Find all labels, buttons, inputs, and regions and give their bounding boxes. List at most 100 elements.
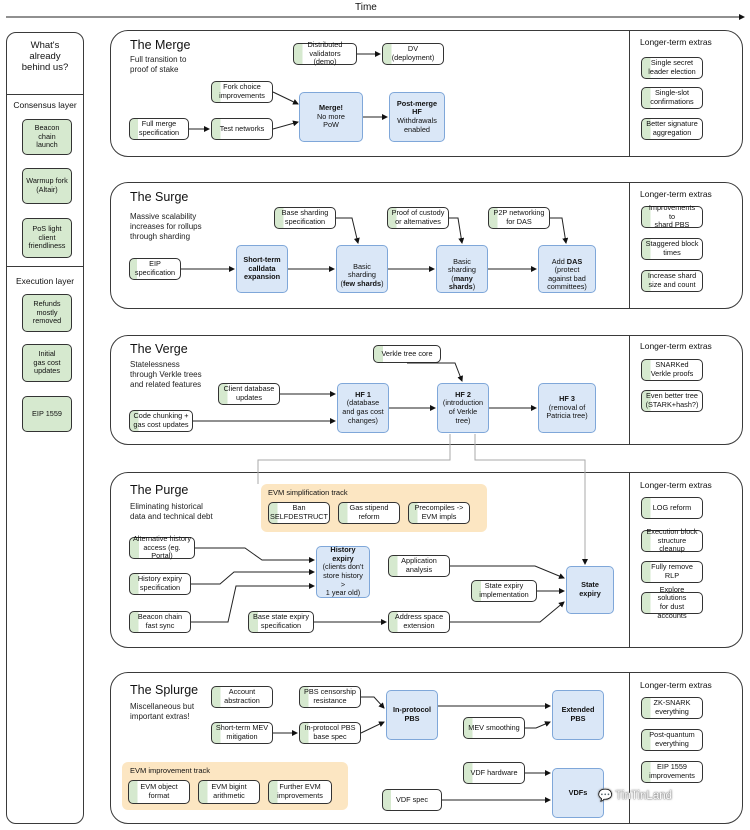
base-state-box: Base state expiry specification — [248, 611, 314, 633]
vdfs-box: VDFs — [552, 768, 604, 818]
evm-object-box: EVM object format — [128, 780, 190, 804]
eip-spec-box: EIP specification — [129, 258, 181, 280]
hf2-bold: HF 2 — [455, 389, 471, 399]
hf3-bold: HF 3 — [559, 394, 575, 404]
history-spec-box: History expiry specification — [129, 573, 191, 595]
purge-divider — [629, 472, 631, 648]
merge-title: The Merge — [130, 38, 191, 52]
evm-improvement-label: EVM improvement track — [130, 766, 211, 775]
history-expiry-box: History expiry(clients don't store histo… — [316, 545, 370, 598]
purge-subtitle: Eliminating historical data and technica… — [130, 502, 213, 521]
add-das-box: Add DAS (protect against bad committees) — [538, 245, 596, 293]
code-chunking-box: Code chunking + gas cost updates — [129, 410, 193, 432]
verge-extra-item: SNARKed Verkle proofs — [641, 359, 703, 381]
purge-extras-title: Longer-term extras — [640, 480, 712, 490]
short-term-calldata-box: Short-term calldata expansion — [236, 245, 288, 293]
hf2-text: (introduction of Verkle tree) — [442, 398, 484, 425]
vdf-hardware-box: VDF hardware — [463, 762, 525, 784]
purge-extra-item: LOG reform — [641, 497, 703, 519]
consensus-layer-label: Consensus layer — [13, 100, 77, 110]
verge-divider — [629, 335, 631, 445]
distributed-validators-box: Distributed validators (demo) — [293, 40, 357, 66]
time-label: Time — [355, 2, 377, 13]
post-merge-text: Withdrawals enabled — [397, 116, 437, 134]
behind-item: Initial gas cost updates — [22, 344, 72, 382]
inprotocol-pbs-box: In-protocol PBS — [386, 690, 438, 740]
hf1-bold: HF 1 — [355, 389, 371, 399]
basic-many-close: ) — [472, 282, 476, 292]
surge-extra-item: Increase shard size and count — [641, 270, 703, 292]
verge-extra-item: Even better tree (STARK+hash?) — [641, 390, 703, 412]
evm-bigint-box: EVM bigint arithmetic — [198, 780, 260, 804]
splurge-divider — [629, 672, 631, 824]
merge-extras-title: Longer-term extras — [640, 37, 712, 47]
basic-many-shards-box: Basic sharding (many shards) — [436, 245, 488, 293]
account-abs-box: Account abstraction — [211, 686, 273, 708]
behind-us-title: What's already behind us? — [21, 40, 69, 73]
merge-subtitle: Full transition to proof of stake — [130, 55, 187, 74]
surge-extra-item: Staggered block times — [641, 238, 703, 260]
chat-bubble-icon: 💬 — [598, 790, 613, 802]
merge-hf-text: No more PoW — [317, 111, 345, 130]
splurge-subtitle: Miscellaneous but important extras! — [130, 702, 195, 721]
verkle-core-box: Verkle tree core — [373, 345, 441, 363]
mev-smoothing-box: MEV smoothing — [463, 717, 525, 739]
surge-extras-title: Longer-term extras — [640, 189, 712, 199]
base-sharding-box: Base sharding specification — [274, 207, 336, 229]
evm-simplification-label: EVM simplification track — [268, 488, 348, 497]
merge-extra-item: Single secret leader election — [641, 57, 703, 79]
ban-selfdestruct-box: Ban SELFDESTRUCT — [268, 502, 330, 524]
surge-divider — [629, 182, 631, 309]
test-networks-box: Test networks — [211, 118, 273, 140]
behind-item: EIP 1559 — [22, 396, 72, 432]
das-text: Add — [551, 256, 567, 266]
merge-hf-bold: Merge! — [319, 103, 343, 113]
verge-subtitle: Statelessness through Verkle trees and r… — [130, 360, 202, 389]
app-analysis-box: Application analysis — [388, 555, 450, 577]
basic-many-bold: many shards — [448, 273, 473, 292]
watermark-text: TinTinLand — [615, 790, 673, 802]
watermark: 💬 TinTinLand — [598, 788, 672, 802]
basic-many-text: Basic sharding ( — [448, 256, 476, 283]
hf1-box: HF 1(database and gas cost changes) — [337, 383, 389, 433]
basic-few-shards-box: Basic sharding (few shards) — [336, 245, 388, 293]
vdf-spec-box: VDF spec — [382, 789, 442, 811]
proof-custody-box: Proof of custody or alternatives — [387, 207, 449, 229]
surge-subtitle: Massive scalability increases for rollup… — [130, 212, 202, 241]
splurge-extra-item: ZK-SNARK everything — [641, 697, 703, 719]
basic-few-close: ) — [381, 278, 384, 288]
history-expiry-text: (clients don't store history > 1 year ol… — [322, 562, 364, 598]
extended-pbs-box: Extended PBS — [552, 690, 604, 740]
pbs-censor-box: PBS censorship resistance — [299, 686, 361, 708]
post-merge-bold: Post-merge HF — [396, 98, 438, 117]
purge-extra-item: Execution block structure cleanup — [641, 527, 703, 553]
surge-title: The Surge — [130, 190, 189, 204]
short-mev-box: Short-term MEV mitigation — [211, 722, 273, 744]
gas-stipend-box: Gas stipend reform — [338, 502, 400, 524]
behind-item: PoS light client friendliness — [22, 218, 72, 258]
inprotocol-spec-box: In-protocol PBS base spec — [299, 722, 361, 744]
execution-layer-label: Execution layer — [15, 276, 75, 286]
basic-few-bold: few shards — [342, 278, 382, 288]
dv-deployment-box: DV (deployment) — [382, 43, 444, 65]
precompiles-box: Precompiles -> EVM impls — [408, 502, 470, 524]
left-divider-1 — [7, 94, 83, 95]
purge-title: The Purge — [130, 483, 189, 497]
hf1-text: (database and gas cost changes) — [342, 398, 384, 425]
surge-extra-item: Improvements to shard PBS — [641, 203, 703, 229]
merge-extra-item: Better signature aggregation — [641, 118, 703, 140]
merge-hf-box: Merge!No more PoW — [299, 92, 363, 142]
surge-section — [110, 182, 743, 309]
splurge-extra-item: Post-quantum everything — [641, 729, 703, 751]
hf3-box: HF 3(removal of Patricia tree) — [538, 383, 596, 433]
address-space-box: Address space extension — [388, 611, 450, 633]
merge-extra-item: Single-slot confirmations — [641, 87, 703, 109]
history-expiry-bold: History expiry — [330, 545, 356, 563]
purge-extra-item: Explore solutions for dust accounts — [641, 585, 703, 619]
client-db-box: Client database updates — [218, 383, 280, 405]
full-merge-spec-box: Full merge specification — [129, 118, 189, 140]
splurge-title: The Splurge — [130, 683, 199, 697]
state-expiry-box: State expiry — [566, 566, 614, 614]
left-divider-2 — [7, 266, 83, 267]
